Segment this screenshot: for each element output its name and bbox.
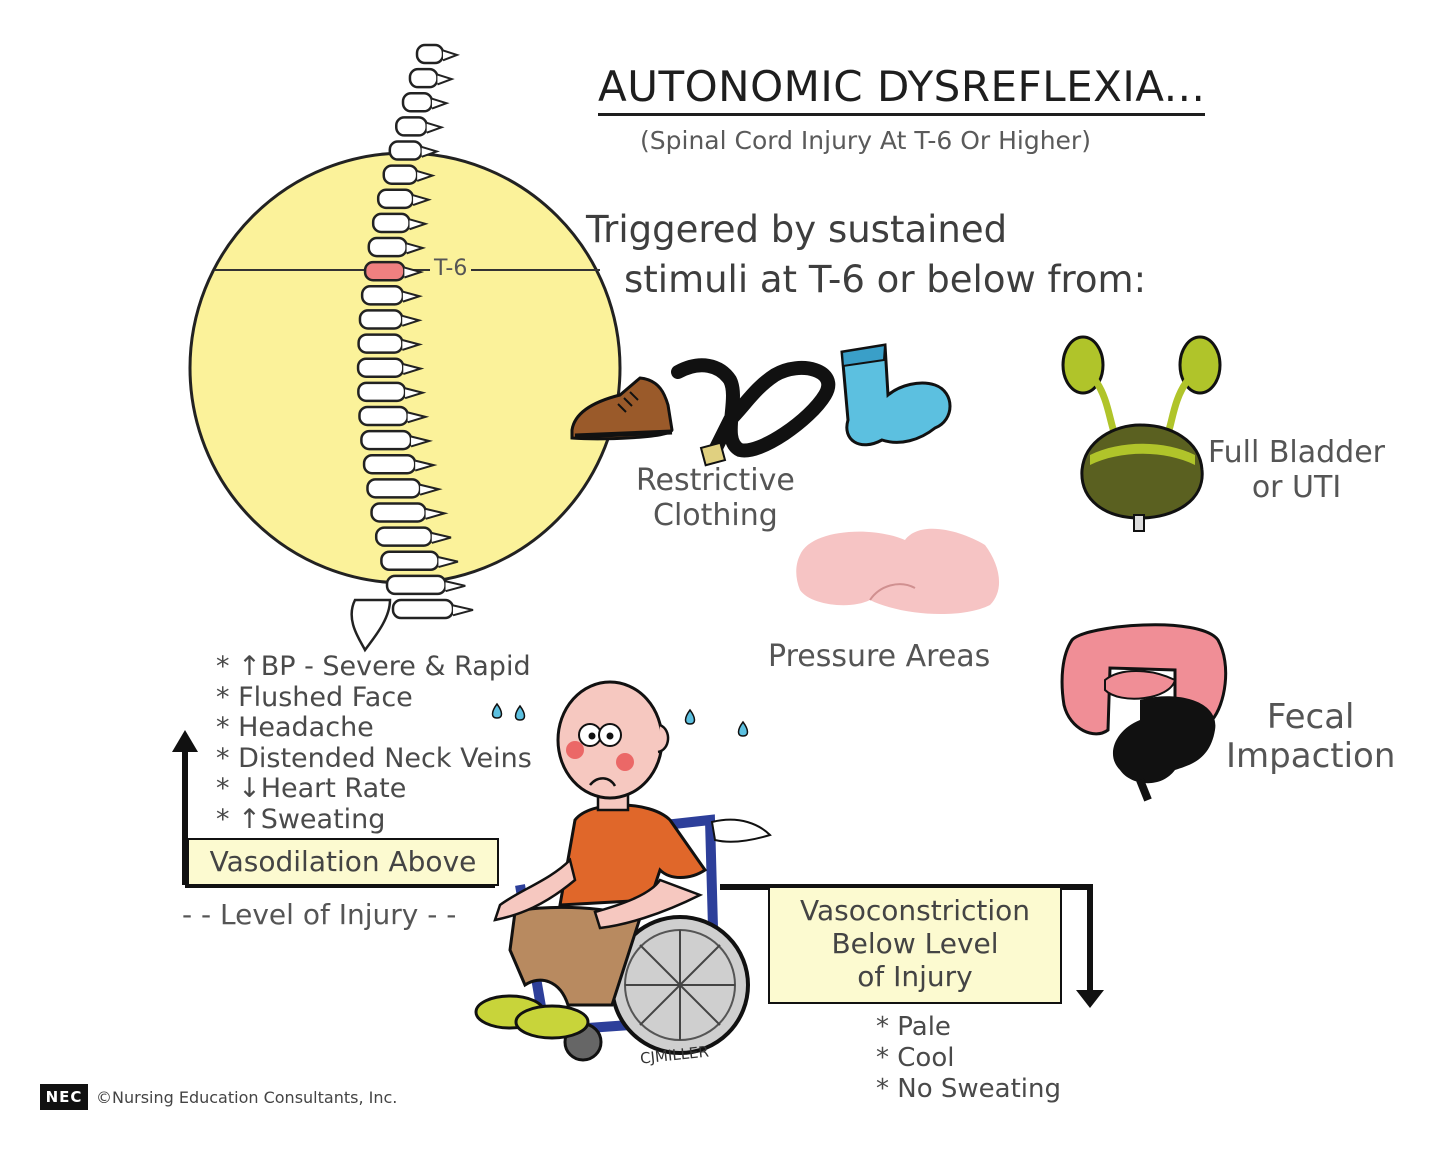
vertebra-process xyxy=(402,339,424,351)
trigger-heading-line1: Triggered by sustained xyxy=(586,208,1008,251)
nec-logo: NEC xyxy=(40,1084,88,1110)
list-item: * Distended Neck Veins xyxy=(216,742,532,774)
full-bladder-label: Full Bladder or UTI xyxy=(1208,435,1386,505)
pressure-areas-label: Pressure Areas xyxy=(768,639,991,674)
vertebra-process xyxy=(452,604,474,617)
vertebra-process xyxy=(431,532,452,544)
fecal-impaction-label: Fecal Impaction xyxy=(1226,697,1396,777)
vertebra-process xyxy=(426,121,445,134)
vertebra-process xyxy=(406,242,427,255)
fecal-impaction-line1: Fecal xyxy=(1266,697,1355,737)
vertebra-process xyxy=(409,218,429,231)
vertebra xyxy=(382,164,419,185)
full-bladder-line1: Full Bladder xyxy=(1208,435,1386,470)
vertebra xyxy=(380,550,440,572)
vertebra-process xyxy=(404,266,425,279)
spine-icon xyxy=(350,43,474,653)
vasoconstriction-line2: Below Level xyxy=(831,927,999,960)
page-title: AUTONOMIC DYSREFLEXIA... xyxy=(598,62,1206,116)
list-item: * Flushed Face xyxy=(216,681,413,713)
vasoconstriction-line1: Vasoconstriction xyxy=(799,894,1030,927)
vertebra-process xyxy=(425,507,449,520)
vasoconstriction-line3: of Injury xyxy=(857,960,973,993)
vertebra-process xyxy=(404,387,427,400)
fecal-impaction-line2: Impaction xyxy=(1226,736,1396,777)
page-subtitle: (Spinal Cord Injury At T-6 Or Higher) xyxy=(640,126,1091,155)
vertebra xyxy=(391,598,455,620)
vertebra-process xyxy=(431,97,450,110)
vertebra-process xyxy=(438,556,459,569)
vertebra xyxy=(358,309,404,330)
vertebra-process xyxy=(419,483,443,496)
list-item: * ↓Heart Rate xyxy=(216,773,407,804)
vertebra xyxy=(357,381,407,403)
list-item: * ↑Sweating xyxy=(216,803,386,835)
vertebra xyxy=(371,212,411,234)
t6-label: T-6 xyxy=(430,256,472,281)
vertebra xyxy=(388,140,423,161)
vertebra xyxy=(360,429,413,451)
vertebra-process xyxy=(401,314,423,327)
belt-icon xyxy=(671,358,835,467)
list-item: * ↑BP - Severe & Rapid xyxy=(216,651,531,682)
person-wheelchair-icon xyxy=(474,680,772,1062)
vertebra xyxy=(358,405,409,427)
list-item: * Cool xyxy=(876,1043,955,1073)
level-of-injury-label: - - Level of Injury - - xyxy=(182,898,457,931)
vertebra xyxy=(376,188,415,210)
full-bladder-line2: or UTI xyxy=(1251,469,1342,505)
vertebra xyxy=(385,574,447,596)
vertebra xyxy=(367,236,408,258)
vertebra-process xyxy=(416,170,436,182)
vertebra xyxy=(415,43,445,65)
shoe-icon xyxy=(570,376,674,441)
vertebra-process xyxy=(437,73,455,86)
vertebra-process xyxy=(410,435,434,448)
vertebra xyxy=(370,502,427,523)
vertebra xyxy=(374,526,434,547)
vertebra xyxy=(362,453,417,475)
above-symptom-list: * ↑BP - Severe & Rapid * Flushed Face * … xyxy=(216,651,532,835)
vasodilation-above-box: Vasodilation Above xyxy=(187,838,499,886)
vertebra xyxy=(401,92,434,113)
buttocks-icon xyxy=(796,528,1000,615)
list-item: * No Sweating xyxy=(876,1074,1061,1104)
colon-icon xyxy=(1060,623,1228,802)
kidneys-bladder-icon xyxy=(1061,335,1222,532)
vertebra-process xyxy=(402,363,425,375)
vertebra-process xyxy=(407,411,430,424)
vertebra xyxy=(366,478,422,499)
copyright-text: ©Nursing Education Consultants, Inc. xyxy=(96,1088,398,1107)
restrictive-clothing-label: Restrictive Clothing xyxy=(636,463,795,533)
restrictive-clothing-line2: Clothing xyxy=(653,497,778,533)
below-symptom-list: * Pale * Cool * No Sweating xyxy=(876,1012,1061,1105)
restrictive-clothing-line1: Restrictive xyxy=(636,463,795,498)
vertebra-process xyxy=(412,194,432,207)
t6-vertebra xyxy=(363,260,406,282)
vasoconstriction-below-box: Vasoconstriction Below Level of Injury xyxy=(768,886,1062,1004)
vertebra xyxy=(357,333,404,354)
sacrum xyxy=(350,598,392,653)
vertebra-process xyxy=(414,459,438,472)
vertebra xyxy=(360,285,405,306)
vertebra-process xyxy=(402,290,424,303)
vertebra xyxy=(395,116,428,137)
vertebra-process xyxy=(442,49,460,62)
vertebra-process xyxy=(421,145,440,158)
trigger-heading-line2: stimuli at T-6 or below from: xyxy=(624,258,1147,301)
list-item: * Headache xyxy=(216,712,374,743)
vertebra xyxy=(408,67,439,89)
sock-icon xyxy=(840,343,952,447)
vertebra xyxy=(356,357,405,378)
list-item: * Pale xyxy=(876,1012,951,1042)
vertebra-process xyxy=(445,580,466,593)
